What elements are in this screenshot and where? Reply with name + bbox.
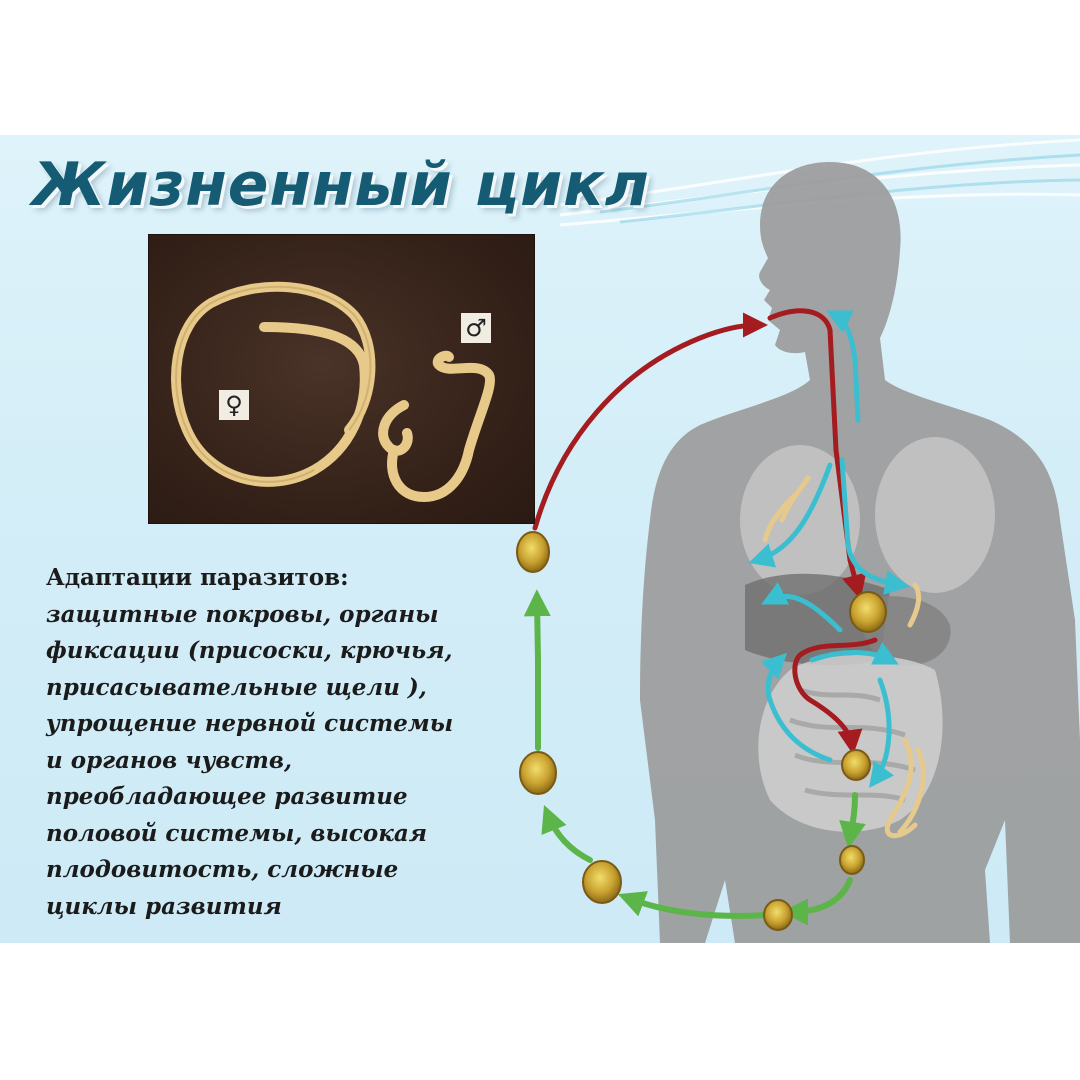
- adaptations-line: циклы развития: [46, 892, 282, 920]
- egg-2: [849, 591, 887, 633]
- egg-development-arrows: [523, 589, 866, 926]
- human-silhouette: [640, 162, 1080, 943]
- egg-6: [582, 860, 622, 904]
- female-worm: [171, 281, 376, 487]
- male-worm: [378, 350, 495, 503]
- worms-in-body: [762, 475, 926, 839]
- adaptations-line: упрощение нервной системы: [46, 710, 454, 737]
- roundworm-photo: ♀ ♂: [148, 234, 535, 524]
- adaptations-line: половой системы, высокая: [46, 819, 428, 847]
- female-symbol-label: ♀: [219, 390, 249, 420]
- eggs: [516, 531, 887, 931]
- adaptations-line: защитные покровы, органы: [46, 600, 439, 628]
- slide-title: Жизненный цикл: [32, 150, 650, 220]
- adaptations-line: и органов чувств,: [46, 746, 292, 774]
- egg-1: [516, 531, 550, 573]
- adaptations-line: преобладающее развитие: [46, 783, 408, 810]
- migration-arrows: [748, 310, 910, 789]
- adaptations-line: плодовитость, сложные: [46, 856, 399, 883]
- adaptations-text: Адаптации паразитов: защитные покровы, о…: [46, 560, 516, 925]
- worms-illustration: [171, 281, 495, 503]
- egg-4: [839, 845, 865, 875]
- male-symbol-label: ♂: [461, 313, 491, 343]
- egg-7: [519, 751, 557, 795]
- adaptations-heading: Адаптации паразитов:: [46, 564, 349, 591]
- ingestion-arrows: [532, 308, 878, 755]
- adaptations-line: фиксации (присоски, крючья,: [46, 637, 453, 664]
- egg-3: [841, 749, 871, 781]
- egg-5: [763, 899, 793, 931]
- adaptations-line: присасывательные щели ),: [46, 673, 427, 701]
